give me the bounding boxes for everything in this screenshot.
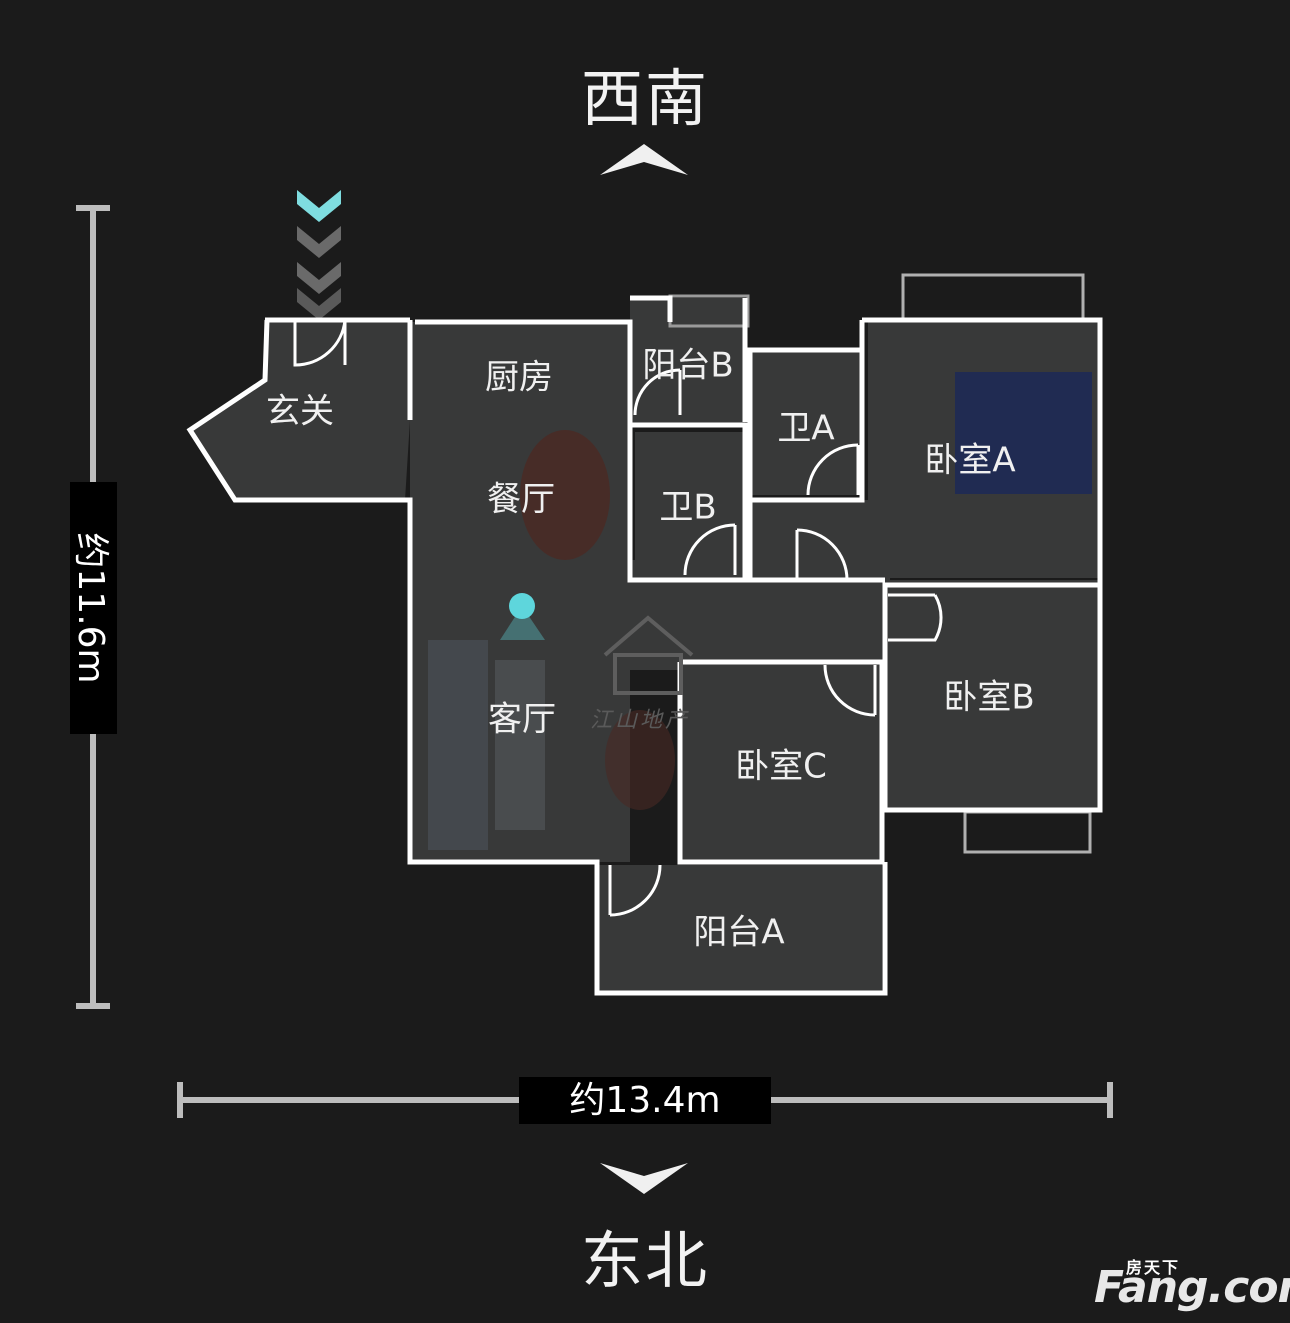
room-label-entry: 玄关: [266, 391, 334, 432]
room-label-balcony-a: 阳台A: [693, 912, 785, 953]
door-swings: [293, 319, 943, 917]
room-label-bedroom-c: 卧室C: [735, 746, 827, 787]
room-label-dining: 餐厅: [487, 479, 555, 520]
room-label-kitchen: 厨房: [485, 357, 553, 398]
room-label-bedroom-b: 卧室B: [943, 677, 1035, 718]
direction-top-label: 西南: [580, 62, 709, 135]
fang-logo: Fang.com: [1094, 1262, 1290, 1313]
width-dimension-label: 约13.4m: [519, 1077, 771, 1124]
table-c: [605, 710, 675, 810]
entry-arrow-icon: [297, 190, 341, 320]
height-dimension-label: 约11.6m: [70, 482, 117, 734]
watermark-house-icon: [603, 615, 694, 695]
room-label-bedroom-a: 卧室A: [924, 440, 1016, 481]
bay-window-b: [963, 810, 1092, 854]
north-up-chevron-icon: [600, 144, 688, 175]
direction-bottom-label: 东北: [580, 1224, 709, 1297]
room-label-bath-b: 卫B: [659, 487, 717, 528]
room-label-living: 客厅: [488, 699, 556, 740]
bay-window-a: [901, 273, 1085, 322]
dining-table: [520, 430, 610, 560]
rug: [495, 660, 545, 830]
watermark-text: 江山地产: [590, 708, 691, 733]
room-label-balcony-b: 阳台B: [642, 345, 734, 386]
bed-a: [955, 372, 1092, 494]
sofa: [428, 640, 488, 850]
room-label-bath-a: 卫A: [777, 408, 835, 449]
down-chevron-icon: [600, 1163, 688, 1194]
viewer-marker-icon: [500, 593, 545, 640]
walls: [186, 295, 1103, 996]
logo-subtext: 房天下: [1126, 1258, 1181, 1277]
